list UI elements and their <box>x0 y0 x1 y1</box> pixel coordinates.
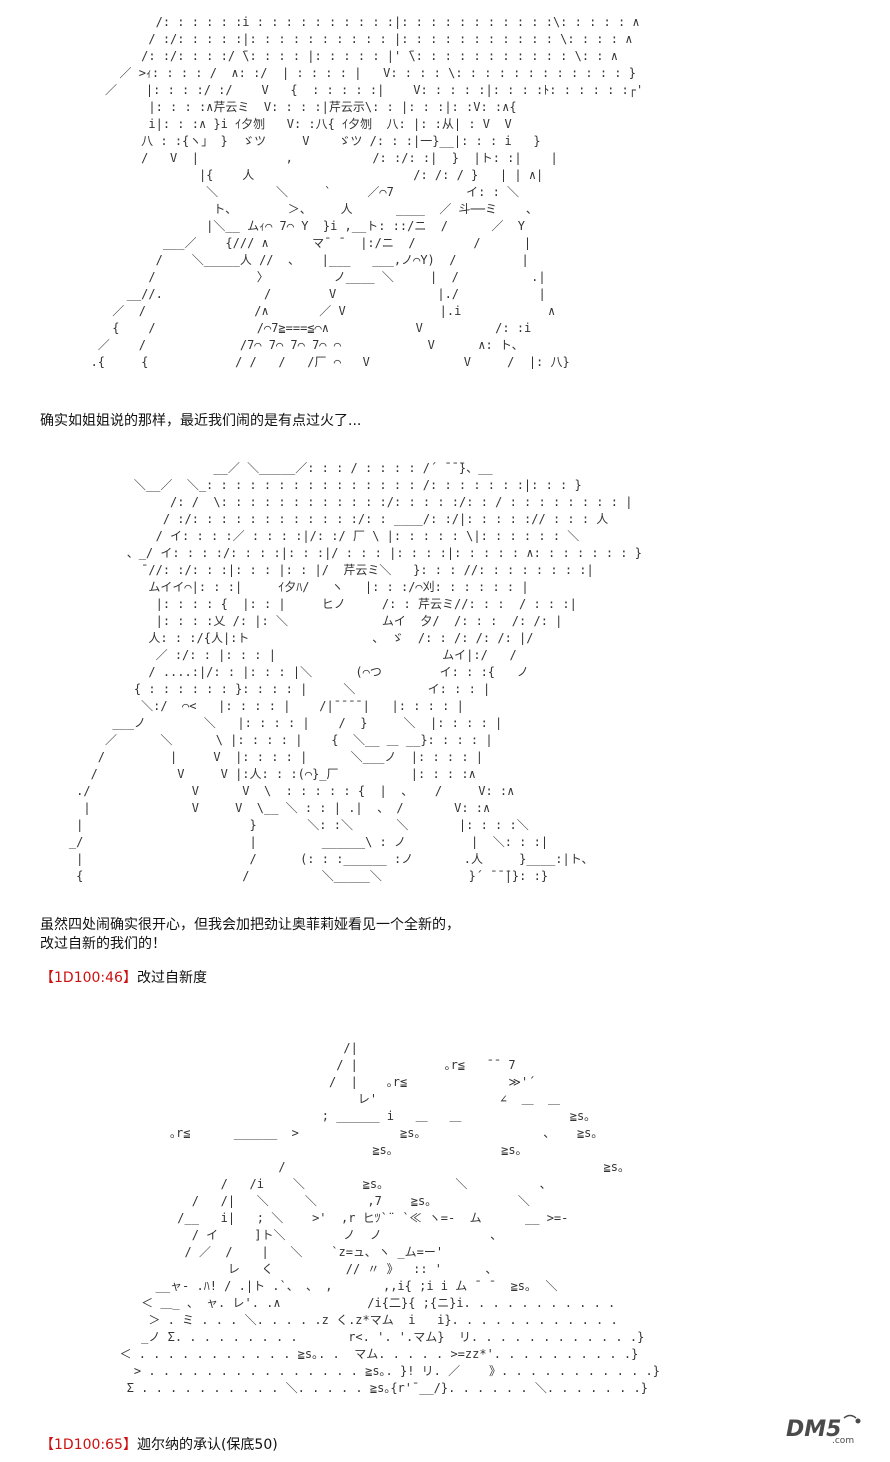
ascii-art-line: ___ノ ＼ |: : : : | / } ＼ |: : : : | <box>40 716 503 730</box>
ascii-art-line: / ＼_____人 // 、 |___ ___,ノ⌒Y) / | <box>40 253 529 267</box>
ascii-art-line: / ....:|/: : |: : : |＼ (⌒つ イ: : :{ ノ <box>40 665 529 679</box>
ascii-art-line: ／ |: : : :/ :/ V { : : : : :| V: : : : :… <box>40 83 644 97</box>
ascii-art-line: / 〉 ノ____ ＼ | / .| <box>40 270 546 284</box>
ascii-art-line: 八 : :{ヽ」 } ゞツ V ゞツ /: : :|一}__|: : : i } <box>40 134 541 148</box>
roll-open-bracket: 【 <box>40 970 54 986</box>
roll-close-bracket: 】 <box>122 1437 137 1453</box>
dialogue-line-2b: 改过自新的我们的！ <box>40 936 166 952</box>
ascii-art-line: ＜ . . . . . . . . . . . ≧s｡. . マム. . . .… <box>40 1347 639 1361</box>
ascii-art-line: ＼:/ ⌒< |: : : : | /|¯¯¯¯| |: : : : | <box>40 699 464 713</box>
ascii-art-line: ト、 ＞、 人 ____ ／ 斗──ミ 、 <box>40 202 538 216</box>
ascii-art-line: / :/: : : : :|: : : : : : : : : : |: : :… <box>40 32 633 46</box>
ascii-art-line: /__ i| ; ＼ >' ,r ヒﾂ`¨ `≪ ヽ=- ム __ >=- <box>40 1211 569 1225</box>
ascii-art-line: / ／ / | ＼ `z=ュ､ ヽ _ム=ー' <box>40 1245 444 1259</box>
ascii-art-line: { : : : : : : }: : : : | ＼ イ: : : | <box>40 682 491 696</box>
ascii-art-line: / /| ＼ ＼ ,7 ≧s｡ ＼ <box>40 1194 530 1208</box>
ascii-art-line: ; ______ i ＿ ＿ ≧s｡ <box>40 1109 591 1123</box>
ascii-art-line: / | ｡r≦ ̄ ̄ 7 <box>40 1058 516 1072</box>
dm5-logo-icon: DM5 .com <box>786 1414 861 1446</box>
ascii-art-line: /: : : : : :i : : : : : : : : : :|: : : … <box>40 15 640 29</box>
roll-open-bracket: 【 <box>40 1437 54 1453</box>
ascii-art-line: ＞ . ミ . . . ＼. . . . .z く.z*マム i i}. . .… <box>40 1313 618 1327</box>
dialogue-line-1: 确实如姐姐说的那样，最近我们闹的是有点过火了... <box>40 413 362 429</box>
roll-dice-value: 1D100:65 <box>54 1437 123 1453</box>
ascii-art-line: /: / \: : : : : : : : : : : :/: : : : :/… <box>40 495 633 509</box>
roll-label: 迦尔纳的承认(保底50) <box>136 1437 278 1453</box>
ascii-art-line: / ≧s｡ <box>40 1160 624 1174</box>
watermark-suffix: .com <box>832 1436 854 1446</box>
ascii-art-line: |{ 人 /: /: / } | | ∧| <box>40 168 544 182</box>
ascii-art-line: ／ :/: : |: : : | ムイ|:/ / <box>40 648 517 662</box>
ascii-art-line: / :/: : : : : : : : : : : :/: : ____/: :… <box>40 512 609 526</box>
ascii-art-line: { / ＼_____＼ }´ ̄ ̄ ̄|}: :} <box>40 869 549 883</box>
ascii-art-line: | V V \__ ＼ : : | .| 、 / V: :∧ <box>40 801 491 815</box>
ascii-art-line: __ャ- .ﾊ! / .|ト .`、 、 , ,,i{ ;i i ム ¯ ¯ ≧… <box>40 1279 558 1293</box>
ascii-art-line: ムイイ⌒|: : :| ｲ夕ﾊ/ ヽ |: : :/⌒刈: : : : : : … <box>40 580 529 594</box>
ascii-art-line: /: :/: : : :/ ̄\: : : : |: : : : : |' ̄\… <box>40 49 618 63</box>
ascii-art-line: / V | , /: :/: :| } |ト: :| | <box>40 151 558 165</box>
dice-roll-2: 【1D100:65】迦尔纳的承认(保底50) <box>40 1436 278 1455</box>
ascii-art-line: | / (: : :______ :ノ .人 }____:|ト、 <box>40 852 594 866</box>
roll-close-bracket: 】 <box>122 970 137 986</box>
dm5-watermark-logo: DM5 .com <box>784 1412 868 1446</box>
ascii-art-line: 人: : :/{人|:ト 、 ゞ /: : /: /: /: |/ <box>40 631 534 645</box>
ascii-art-line: ./ V V \ : : : : : { | 、 / V: :∧ <box>40 784 515 798</box>
ascii-art-line: |: : : :乂 /: |: ＼ ムイ 夕/ /: : : /: /: | <box>40 614 563 628</box>
ascii-art-line: > . . . . . . . . . . . . . . . ≧s｡. }! … <box>40 1364 660 1378</box>
ascii-art-line: 、_/ イ: : : :/: : : :|: : :|/ : : : |: : … <box>40 546 642 560</box>
ascii-art-line: ≧s｡ ≧s｡ <box>40 1143 522 1157</box>
ascii-art-line: __//. / V |./ | <box>40 287 546 301</box>
ascii-art-line: / イ: : : :／ : : : :|/: :/ 厂 \ |: : : : :… <box>40 529 580 543</box>
ascii-art-line: |: : : :∧芹云ミ V: : : :|芹云示\: : |: : :|: :… <box>40 100 517 114</box>
ascii-art-line: ＼__／ ＼_: : : : : : : : : : : : : : : /: … <box>40 478 582 492</box>
ascii-art-line: レ' ∠ ＿ ＿ <box>40 1092 561 1106</box>
ascii-art-line: / | ｡r≦ ≫'´ <box>40 1075 536 1089</box>
dialogue-line-2a: 虽然四处闹确实很开心，但我会加把劲让奥菲莉娅看见一个全新的， <box>40 917 460 933</box>
ascii-art-line: ／ ＼ \ |: : : : | { ＼__ ＿ __}: : : : | <box>40 733 493 747</box>
ascii-art-block-3: /| / | ｡r≦ ̄ ̄ 7 / | ｡r≦ ≫'´ レ' <box>40 1040 660 1397</box>
ascii-art-block-1: /: : : : : :i : : : : : : : : : :|: : : … <box>40 14 644 371</box>
ascii-art-line: ｡r≦ ______ > ≧s｡ 、 ≧s｡ <box>40 1126 598 1140</box>
dice-roll-1: 【1D100:46】改过自新度 <box>40 969 207 988</box>
ascii-art-line: |: : : : { |: : | ヒノ /: : 芹云ミ//: : : / :… <box>40 597 577 611</box>
ascii-art-line: /| <box>40 1041 358 1055</box>
ascii-art-line: ／ / /∧ ／ V |.i ∧ <box>40 304 556 318</box>
ascii-art-line: レ く // 〃 》 :: ' 、 <box>40 1262 498 1276</box>
watermark-text: DM5 <box>786 1417 841 1442</box>
ascii-art-line: _/ | ______\ : ノ | ＼: : :| <box>40 835 549 849</box>
ascii-art-line: ¯//: :/: : :|: : : |: : |/ 芹云ミ＼ }: : : /… <box>40 563 594 577</box>
ascii-art-line: / | V |: : : : | ＼___ノ |: : : : | <box>40 750 484 764</box>
ascii-art-line: Σ . . . . . . . . . . ＼. . . . . ≧s｡{r'¯… <box>40 1381 648 1395</box>
ascii-art-line: _ノ Σ. . . . . . . . . r<. '. '.マム} リ. . … <box>40 1330 645 1344</box>
ascii-art-line: ___／ {/// ∧ マ¯ ¯ |:/ニ / / | <box>40 236 532 250</box>
roll-dice-value: 1D100:46 <box>54 970 123 986</box>
ascii-art-line: .{ { / / / /厂 ⌒ V V / |: 八} <box>40 355 570 369</box>
ascii-art-line: |＼__ ムｨ⌒ 7⌒ Y }i ,__ト: ::/ニ / ／ Y <box>40 219 526 233</box>
ascii-art-line: / V V |:人: : :(⌒}_厂 |: : : :∧ <box>40 767 476 781</box>
ascii-art-line: i|: : :∧ }i ｲ夕刎 V: :八{ ｲ夕刎 八: |: :从| : V… <box>40 117 512 131</box>
ascii-art-line: { / /⌒7≧===≦⌒∧ V /: :i <box>40 321 532 335</box>
ascii-art-line: ／ / /7⌒ 7⌒ 7⌒ 7⌒ ⌒ V ∧: ト、 <box>40 338 524 352</box>
ascii-art-line: __／ ＼_____／: : : / : : : : /´ ̄ ̄ ̄}、__ <box>40 461 493 475</box>
ascii-art-line: / イ ]ト＼ ノ ノ 、 <box>40 1228 503 1242</box>
ascii-art-block-2: __／ ＼_____／: : : / : : : : /´ ̄ ̄ ̄}、__ … <box>40 460 642 885</box>
ascii-art-line: ＼ ＼ ` ／⌒7 イ: : ＼ <box>40 185 520 199</box>
ascii-art-line: ＜ ＿_ 、 ャ. レ'. .∧ /i{二}{ ;{ニ}i. . . . . .… <box>40 1296 616 1310</box>
ascii-art-line: / /i ＼ ≧s｡ ＼ 、 <box>40 1177 552 1191</box>
ascii-art-line: | } ＼: :＼ ＼ |: : : :＼ <box>40 818 529 832</box>
ascii-art-line: ／ >ｨ: : : : / ∧: :/ | : : : : | V: : : :… <box>40 66 636 80</box>
roll-label: 改过自新度 <box>136 970 207 986</box>
